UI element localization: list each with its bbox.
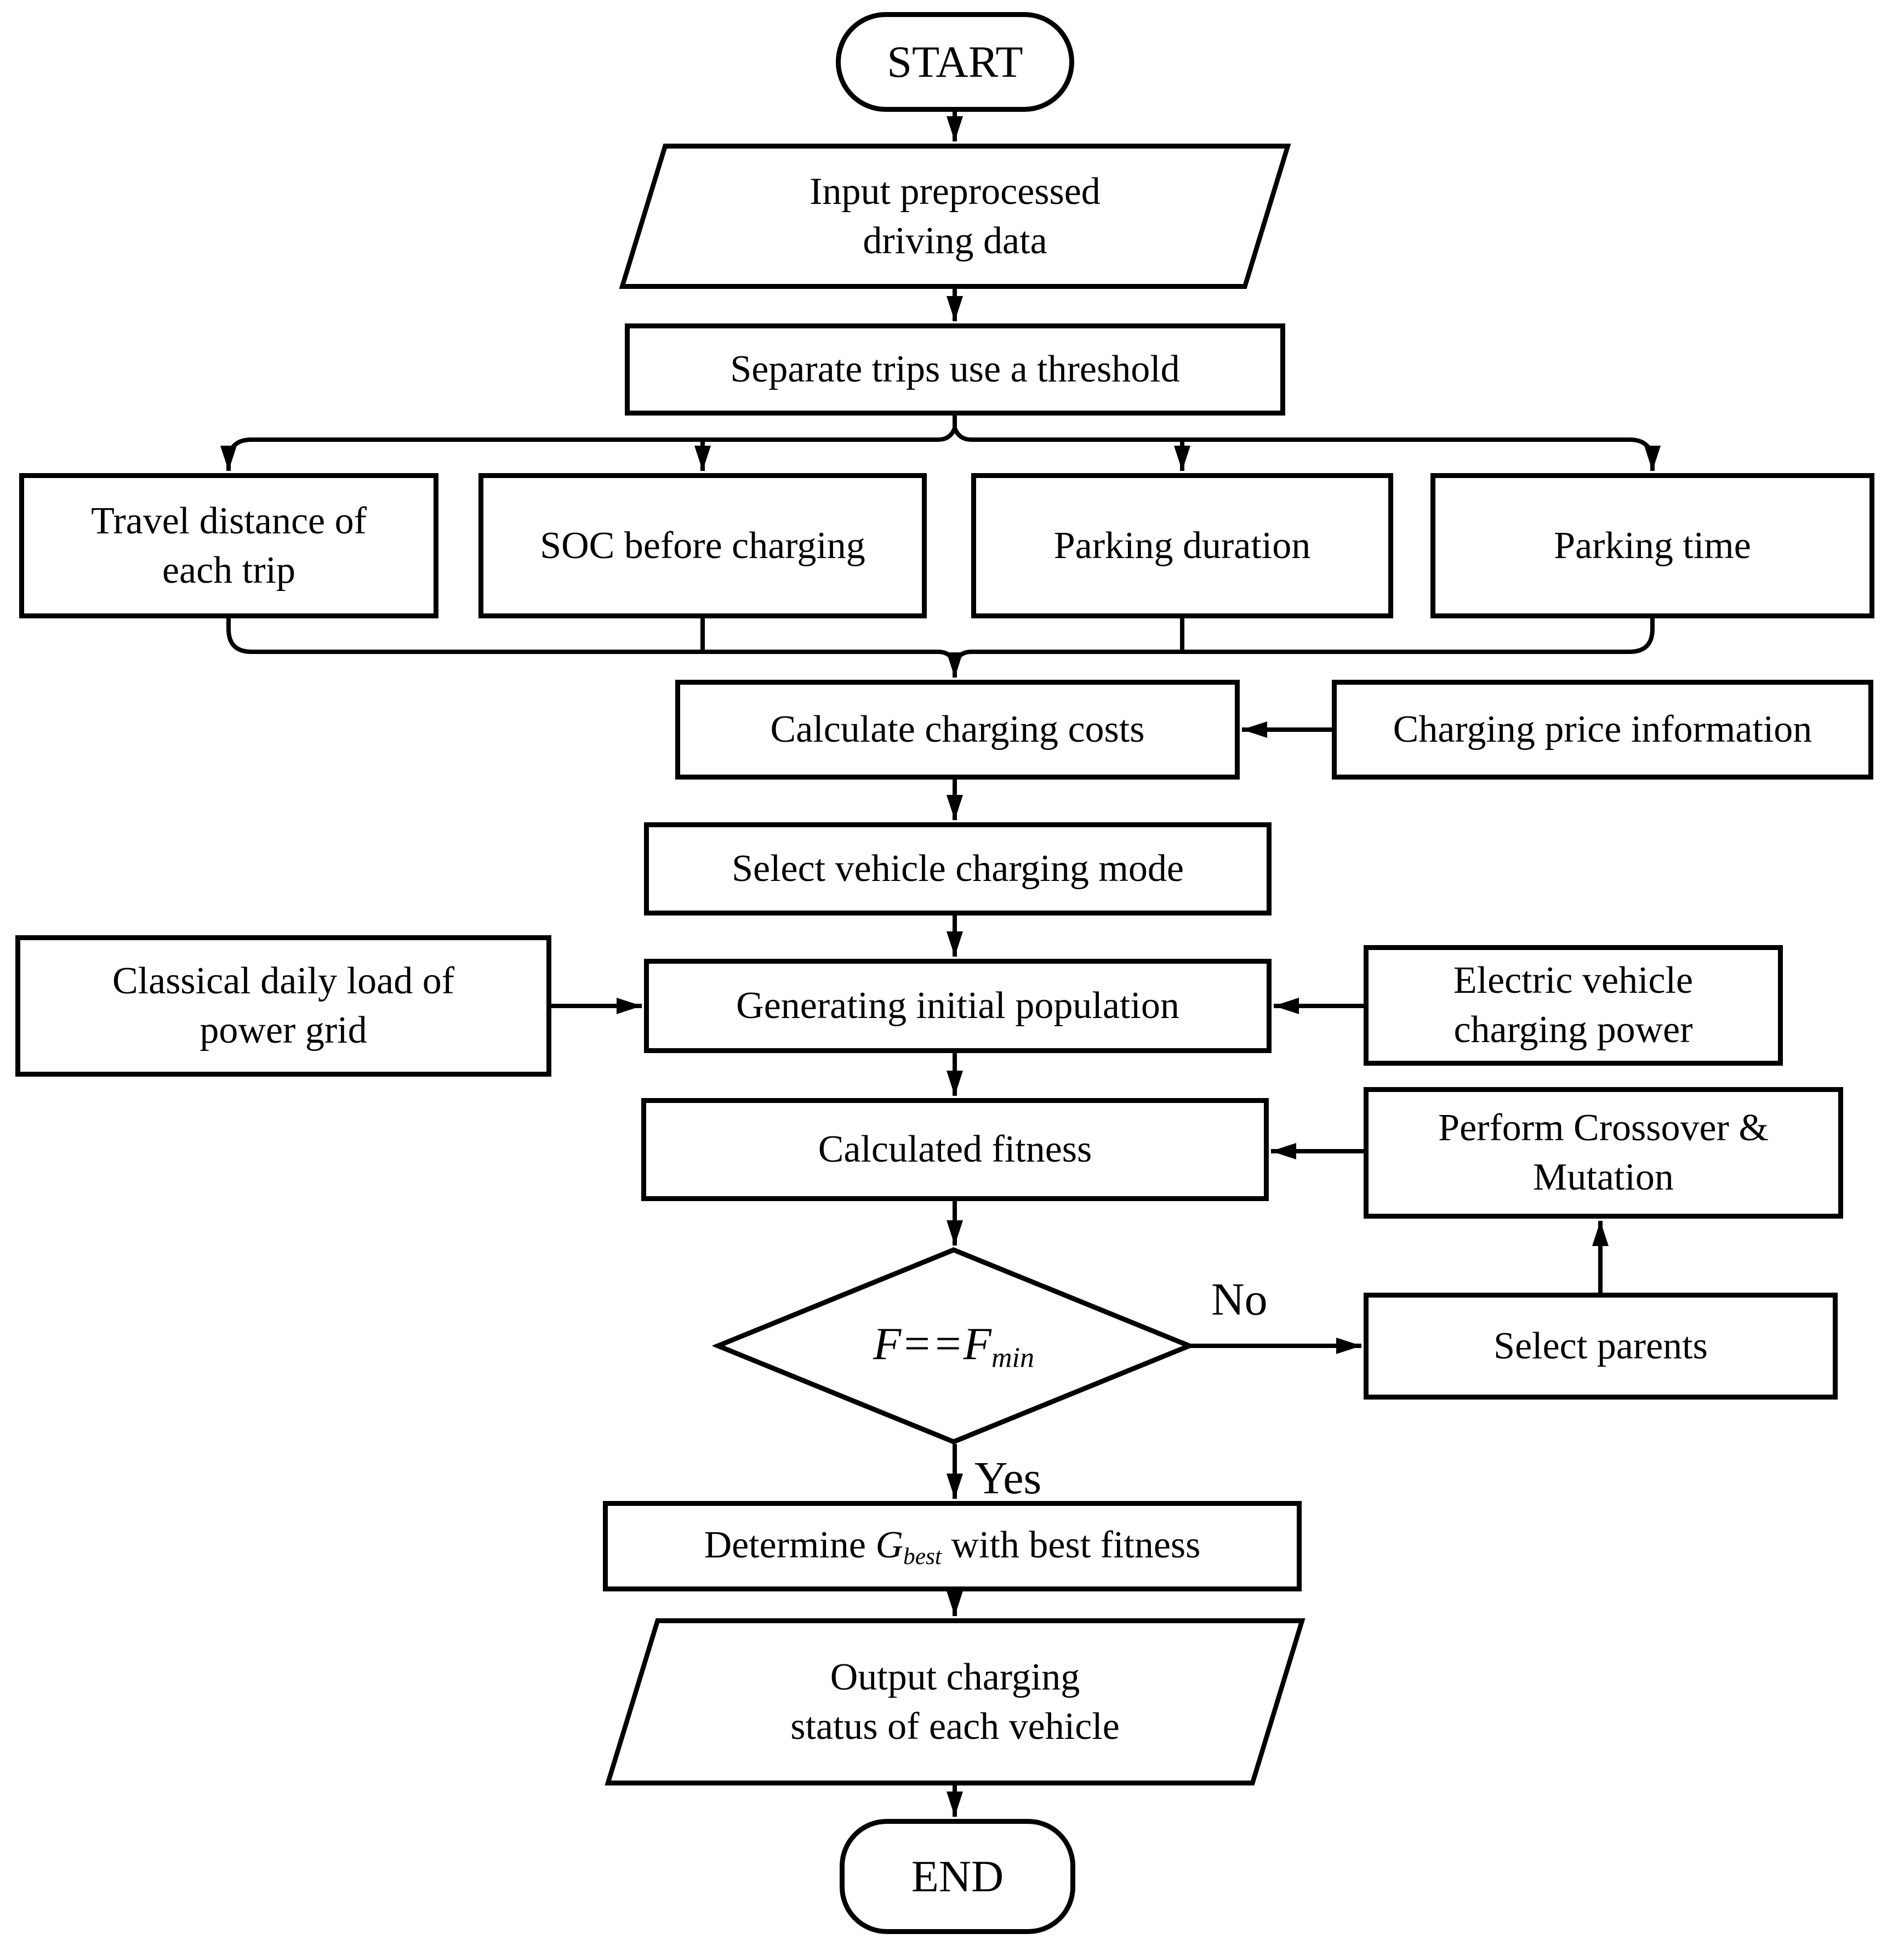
start-label: START (887, 36, 1023, 87)
parking-duration-label: Parking duration (1053, 524, 1311, 567)
travel-distance-line2: each trip (162, 549, 295, 592)
io-input-driving-data: Input preprocessed driving data (619, 144, 1291, 289)
end-terminator: END (840, 1819, 1075, 1934)
io-output-charging-status: Output charging status of each vehicle (605, 1618, 1306, 1785)
parking-time-label: Parking time (1554, 524, 1751, 567)
select-parents-label: Select parents (1493, 1324, 1708, 1367)
box-charging-price-info: Charging price information (1332, 680, 1873, 780)
process-select-parents: Select parents (1364, 1293, 1838, 1400)
output-status-line2: status of each vehicle (790, 1705, 1120, 1748)
start-terminator: START (836, 12, 1074, 112)
decision-f1: F (873, 1318, 902, 1370)
process-generate-initial-population: Generating initial population (644, 959, 1272, 1053)
travel-distance-line1: Travel distance of (91, 499, 367, 542)
crossover-line1: Perform Crossover & (1438, 1107, 1769, 1150)
decision-f2: F (963, 1318, 991, 1370)
decision-label: F==Fmin (873, 1315, 1034, 1377)
decision-operator: == (901, 1318, 964, 1370)
classical-load-line1: Classical daily load of (112, 960, 455, 1003)
box-ev-charging-power: Electric vehicle charging power (1364, 945, 1783, 1066)
select-mode-label: Select vehicle charging mode (732, 848, 1184, 890)
ev-power-line1: Electric vehicle (1453, 959, 1694, 1002)
box-travel-distance: Travel distance of each trip (19, 473, 438, 618)
crossover-line2: Mutation (1533, 1156, 1674, 1198)
soc-before-label: SOC before charging (540, 524, 865, 567)
edge-label-no: No (1211, 1274, 1268, 1325)
edge-label-yes: Yes (974, 1453, 1042, 1504)
decision-subscript: min (991, 1342, 1035, 1374)
diamond-shape (712, 1247, 1195, 1444)
box-parking-time: Parking time (1430, 473, 1874, 618)
input-data-line2: driving data (863, 219, 1047, 262)
gen-population-label: Generating initial population (736, 985, 1179, 1027)
process-calculated-fitness: Calculated fitness (641, 1098, 1269, 1201)
separate-trips-label: Separate trips use a threshold (730, 348, 1180, 391)
process-calc-charging-costs: Calculate charging costs (675, 680, 1240, 780)
ev-power-line2: charging power (1453, 1009, 1693, 1051)
classical-load-line2: power grid (199, 1009, 367, 1051)
process-determine-gbest: Determine Gbest with best fitness (603, 1501, 1302, 1591)
box-soc-before-charging: SOC before charging (478, 473, 927, 618)
calc-costs-label: Calculate charging costs (770, 708, 1145, 751)
box-parking-duration: Parking duration (971, 473, 1393, 618)
determine-post: with best fitness (941, 1523, 1201, 1566)
end-label: END (911, 1851, 1004, 1901)
price-info-label: Charging price information (1393, 708, 1812, 751)
determine-subscript: best (903, 1543, 942, 1569)
box-classical-daily-load: Classical daily load of power grid (15, 935, 551, 1077)
calc-fitness-label: Calculated fitness (818, 1128, 1092, 1171)
process-separate-trips: Separate trips use a threshold (625, 323, 1285, 416)
determine-gbest-label: Determine Gbest with best fitness (704, 1521, 1201, 1572)
output-status-line1: Output charging (830, 1656, 1080, 1698)
decision-f-equals-fmin: F==Fmin (712, 1244, 1195, 1447)
process-crossover-mutation: Perform Crossover & Mutation (1364, 1087, 1843, 1219)
determine-pre: Determine (704, 1523, 876, 1566)
determine-g: G (875, 1523, 904, 1566)
input-data-line1: Input preprocessed (810, 170, 1101, 213)
process-select-charging-mode: Select vehicle charging mode (644, 822, 1272, 915)
